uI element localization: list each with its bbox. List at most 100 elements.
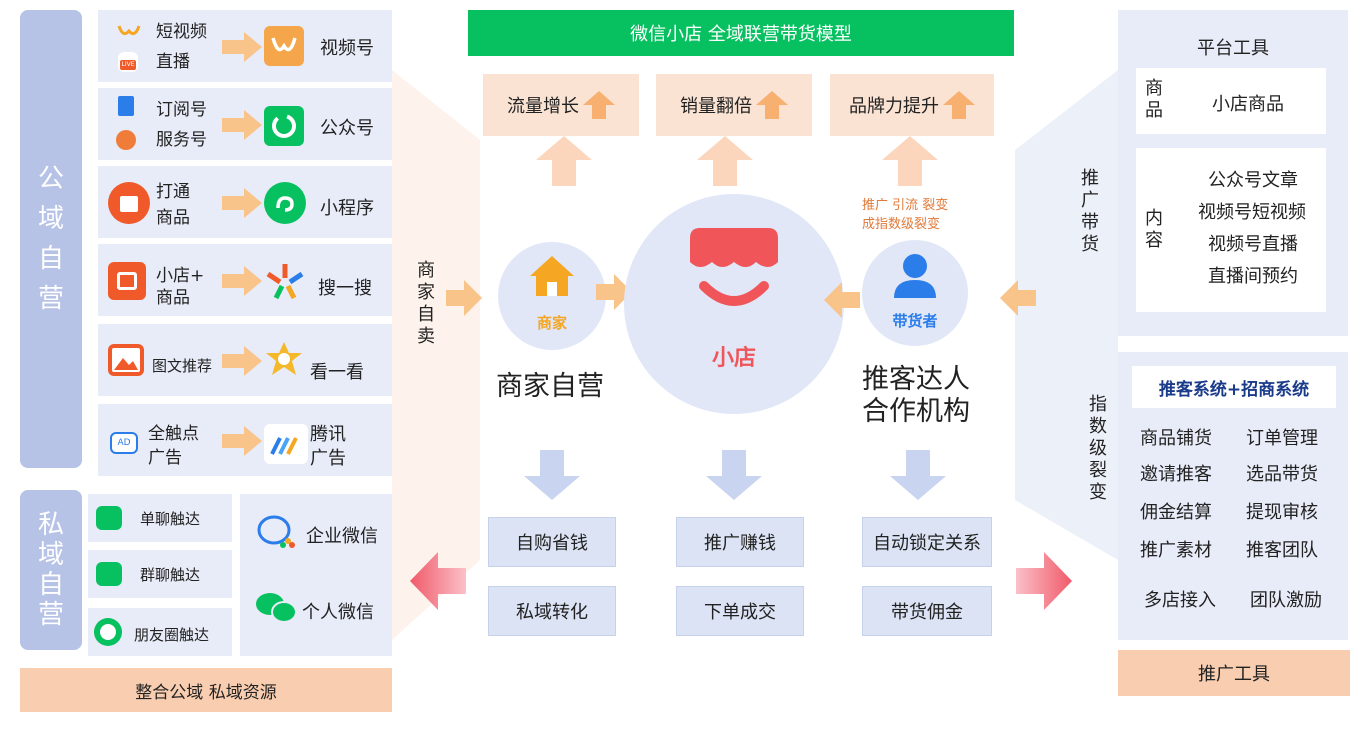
arrow-left-icon xyxy=(824,282,860,318)
live-icon: LIVE xyxy=(118,52,138,72)
arrow-down-icon xyxy=(524,450,580,500)
label-char: 品 xyxy=(1145,100,1163,121)
row-target: 小程序 xyxy=(320,198,374,219)
row-official: 订阅号 服务号 公众号 xyxy=(98,88,392,160)
platform-title: 平台工具 xyxy=(1197,38,1269,59)
row-ads: AD 全触点 广告 腾讯 广告 xyxy=(98,404,392,476)
product-value: 小店商品 xyxy=(1212,94,1284,115)
system-item: 推广素材 xyxy=(1140,540,1212,561)
label-char: 商 xyxy=(417,260,435,281)
row-src1: 打通 xyxy=(156,182,190,202)
system-item: 多店接入 xyxy=(1144,590,1216,611)
wecom-label: 企业微信 xyxy=(306,526,378,547)
arrow-up-icon xyxy=(943,91,975,119)
arrow-up-icon xyxy=(756,91,788,119)
system-item: 选品带货 xyxy=(1246,464,1318,485)
label-char: 裂 xyxy=(1089,460,1107,481)
goal-label: 品牌力提升 xyxy=(849,96,939,117)
content-label: 内 容 xyxy=(1144,208,1164,252)
private-item-label: 单聊触达 xyxy=(140,510,201,528)
row-miniprogram: 打通 商品 小程序 xyxy=(98,166,392,238)
arrow-right-icon xyxy=(222,188,262,218)
benefit-lock-relation: 自动锁定关系 xyxy=(862,517,992,567)
label-char: 营 xyxy=(37,600,64,630)
left-footer: 整合公域 私域资源 xyxy=(20,668,392,712)
system-item: 提现审核 xyxy=(1246,502,1318,523)
row-src1: 短视频 xyxy=(156,22,207,42)
benefit-private-conversion: 私域转化 xyxy=(488,586,616,636)
label-char: 内 xyxy=(1145,208,1163,229)
row-search: 小店+ 商品 搜一搜 xyxy=(98,244,392,316)
row-target-line1: 腾讯 xyxy=(310,424,346,445)
goal-traffic: 流量增长 xyxy=(483,74,639,136)
promote-sell-label: 推 广 带 货 xyxy=(1078,168,1102,256)
label-char: 变 xyxy=(1089,482,1107,503)
row-target: 看一看 xyxy=(310,362,364,383)
row-target: 公众号 xyxy=(320,118,374,139)
arrow-right-icon xyxy=(222,346,262,376)
label-char: 公 xyxy=(37,164,64,194)
system-item: 商品铺货 xyxy=(1140,428,1212,449)
row-target: 视频号 xyxy=(320,38,374,59)
arrow-left-icon xyxy=(1000,280,1036,316)
page-title: 微信小店 全域联营带货模型 xyxy=(468,10,1014,56)
shopping-bag-icon xyxy=(108,182,150,224)
label-char: 私 xyxy=(37,510,64,540)
label-char: 带 xyxy=(1081,212,1099,233)
arrow-right-icon xyxy=(446,280,482,316)
label-char: 营 xyxy=(37,284,64,314)
promoter-icon-label: 带货者 xyxy=(892,312,938,330)
promoter-title: 推客达人 合作机构 xyxy=(862,364,970,428)
public-domain-label: 公 域 自 营 xyxy=(20,10,82,468)
private-item-single-chat: 单聊触达 xyxy=(88,494,232,542)
video-channel-icon xyxy=(117,25,141,36)
private-item-label: 群聊触达 xyxy=(140,566,201,584)
arrow-up-icon xyxy=(583,91,615,119)
store-circle: 小店 xyxy=(624,194,844,414)
private-domain-label: 私 域 自 营 xyxy=(20,490,82,650)
ad-icon: AD xyxy=(110,432,138,454)
arrow-left-icon xyxy=(410,552,466,610)
content-item: 直播间预约 xyxy=(1208,266,1298,287)
row-src2: 服务号 xyxy=(156,130,207,150)
image-text-icon xyxy=(108,344,144,376)
goal-brand: 品牌力提升 xyxy=(830,74,994,136)
look-star-icon xyxy=(266,342,302,375)
row-look: 图文推荐 看一看 xyxy=(98,324,392,396)
row-target: 搜一搜 xyxy=(318,278,372,299)
promo-note-2: 成指数级裂变 xyxy=(862,217,941,232)
label-char: 自 xyxy=(37,244,64,274)
promoter-title-line2: 合作机构 xyxy=(862,396,970,427)
promo-note-1: 推广 引流 裂变 xyxy=(862,198,949,213)
benefit-self-buy: 自购省钱 xyxy=(488,517,616,567)
moments-icon xyxy=(94,618,122,646)
arrow-right-icon xyxy=(222,32,262,62)
benefit-order: 下单成交 xyxy=(676,586,804,636)
system-item: 邀请推客 xyxy=(1140,464,1212,485)
user-icon xyxy=(894,254,936,298)
mini-program-icon xyxy=(264,182,306,224)
content-item: 视频号直播 xyxy=(1208,234,1298,255)
merchant-icon-label: 商家 xyxy=(536,314,567,332)
right-footer: 推广工具 xyxy=(1118,650,1350,696)
house-icon xyxy=(530,256,574,296)
arrow-up-icon xyxy=(536,136,592,186)
promoter-title-line1: 推客达人 xyxy=(862,364,970,395)
product-label: 商 品 xyxy=(1144,78,1164,122)
content-item: 视频号短视频 xyxy=(1198,202,1306,223)
system-item: 订单管理 xyxy=(1246,428,1318,449)
store-label: 小店 xyxy=(711,346,756,371)
label-char: 域 xyxy=(37,540,64,570)
benefit-promote-earn: 推广赚钱 xyxy=(676,517,804,567)
row-src2: 广告 xyxy=(148,448,182,468)
row-src2: 商品 xyxy=(156,288,190,308)
private-item-label: 朋友圈触达 xyxy=(134,626,210,644)
arrow-right-icon xyxy=(222,110,262,140)
label-char: 指 xyxy=(1089,394,1107,415)
arrow-up-icon xyxy=(882,136,938,186)
label-char: 广 xyxy=(1081,190,1099,211)
label-char: 容 xyxy=(1145,230,1163,251)
merchant-circle: 商家 xyxy=(498,242,606,350)
search-sparkle-icon xyxy=(266,264,304,300)
label-char: 数 xyxy=(1089,416,1107,437)
